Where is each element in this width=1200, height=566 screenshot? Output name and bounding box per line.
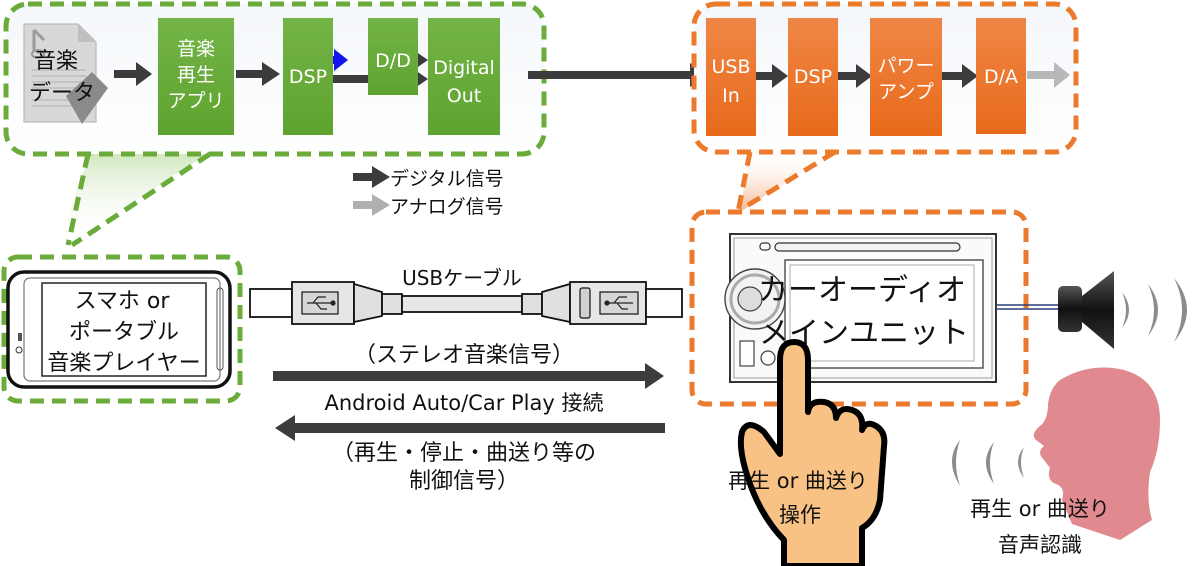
voice-operation-label-2: 音声認識: [998, 533, 1082, 557]
power-amp-block: [870, 18, 942, 136]
player-app-label-2: 再生: [177, 64, 215, 86]
dd-block: [368, 18, 418, 95]
device-label-3: 音楽プレイヤー: [47, 351, 200, 376]
forward-signal-arrow: [273, 363, 664, 389]
person-head-icon: [1033, 367, 1160, 540]
legend-digital-arrow: [353, 166, 390, 188]
smartphone-icon: [6, 270, 232, 389]
digital-out-label-1: Digital: [433, 57, 495, 79]
arrow-amp-to-da: [942, 64, 978, 88]
music-file-icon: [23, 23, 108, 124]
player-app-label-3: アプリ: [167, 90, 224, 112]
car-dsp-label: DSP: [794, 66, 832, 88]
digital-out-label-2: Out: [447, 85, 481, 107]
sound-waves-icon: [1122, 278, 1187, 342]
arrow-app-to-dsp: [236, 62, 280, 86]
backward-signal-arrow: [275, 415, 665, 441]
digital-out-block: [428, 18, 500, 135]
power-amp-label-2: アンプ: [878, 81, 934, 103]
legend-analog-arrow: [353, 194, 390, 216]
arrow-dsp-to-amp: [838, 64, 872, 88]
music-data-label-2: データ: [29, 81, 95, 106]
legend-digital-label: デジタル信号: [390, 168, 504, 190]
arrow-data-to-app: [114, 62, 152, 86]
head-unit-label-1: カーオーディオ: [758, 273, 966, 308]
speaker-icon: [1058, 271, 1114, 349]
da-label: D/A: [984, 66, 1018, 88]
source-dsp-block: [283, 18, 333, 135]
dd-label: D/D: [375, 50, 411, 72]
legend-analog-label: アナログ信号: [390, 196, 504, 218]
device-label-1: スマホ or: [75, 289, 171, 314]
voice-waves-icon: [952, 440, 1024, 486]
player-app-block: [158, 18, 234, 135]
speaker-wire: [996, 304, 1060, 310]
car-dsp-block: [788, 18, 838, 136]
player-app-label-1: 音楽: [177, 38, 215, 60]
arrow-usb-to-dsp: [756, 64, 788, 88]
power-amp-label-1: パワー: [877, 55, 934, 77]
voice-operation-label-1: 再生 or 曲送り: [970, 497, 1110, 521]
head-unit-dashed-frame: [689, 209, 1029, 407]
usb-symbol-icon: [307, 296, 633, 310]
forward-signal-label: （ステレオ音楽信号）: [354, 343, 574, 368]
pointing-hand-icon: [737, 339, 888, 566]
backward-signal-label-2: 制御信号）: [409, 469, 519, 494]
backward-signal-label-1: （再生・停止・曲送り等の: [332, 441, 596, 466]
car-head-unit-icon: [724, 233, 997, 383]
music-data-label-1: 音楽: [34, 49, 78, 74]
usb-cable-label: USBケーブル: [402, 266, 522, 290]
source-dsp-label: DSP: [289, 66, 327, 88]
usb-in-block: [706, 18, 756, 136]
touch-operation-label-1: 再生 or 曲送り: [728, 469, 868, 493]
usb-in-label-2: In: [722, 85, 740, 107]
touch-operation-label-2: 操作: [779, 503, 821, 527]
usb-in-label-1: USB: [711, 56, 750, 78]
source-callout-tail: [60, 152, 210, 240]
analog-arrow-out: [1027, 62, 1070, 88]
device-dashed-frame: [1, 254, 243, 404]
arrow-into-usb: [680, 63, 707, 87]
da-block: [976, 18, 1026, 134]
digital-line-out-to-usb: [528, 71, 688, 79]
connection-label: Android Auto/Car Play 接続: [324, 391, 603, 415]
device-label-2: ポータブル: [69, 320, 179, 345]
